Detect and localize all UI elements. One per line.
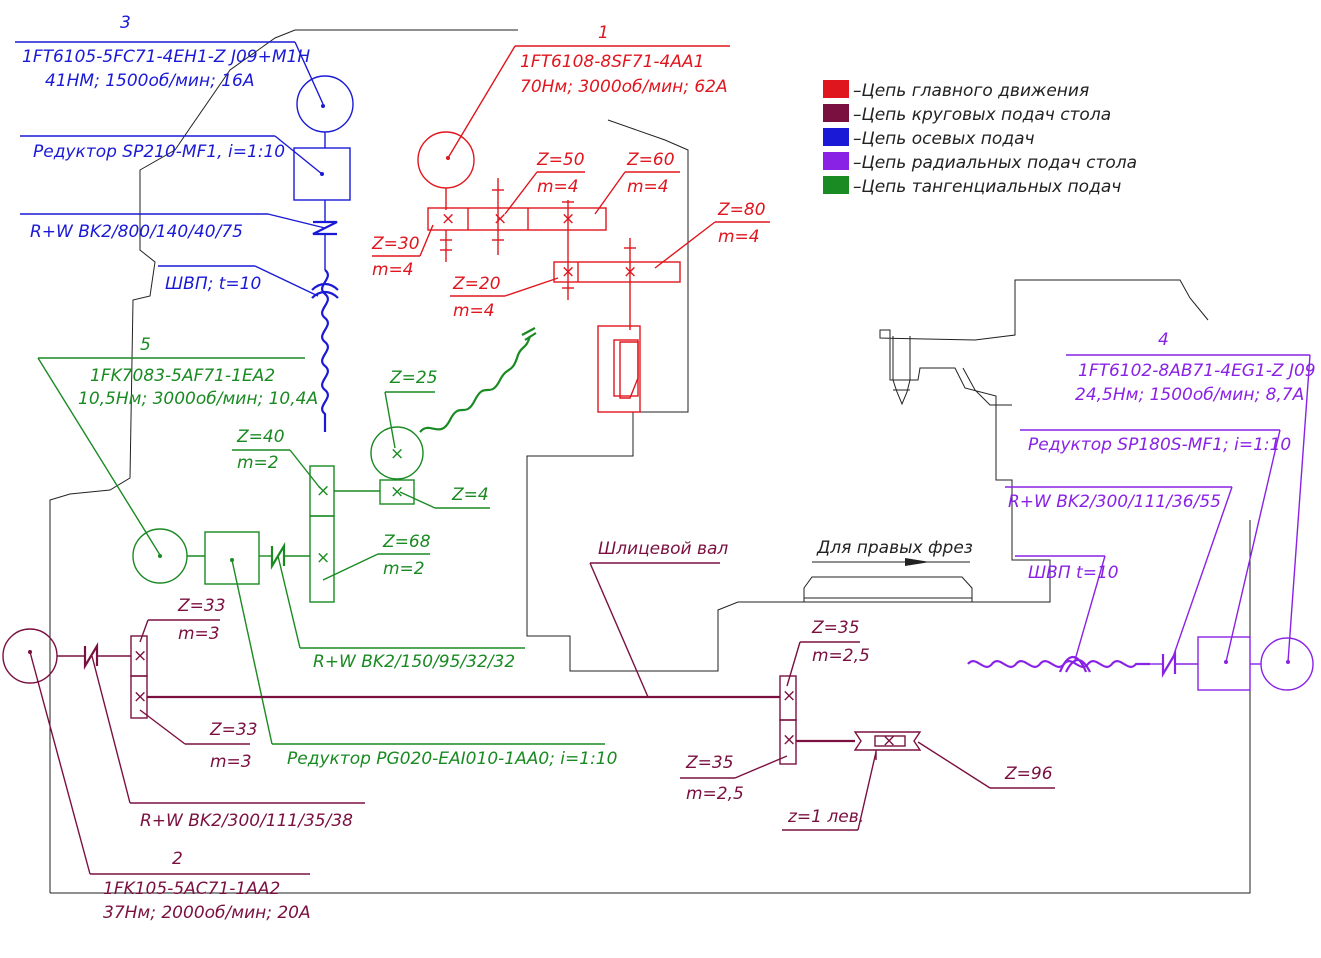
motor4-symbol <box>1260 637 1314 691</box>
main-motion-chain: 1 1FT6108-8SF71-4AA1 70Нм; 3000об/мин; 6… <box>371 23 770 413</box>
circular-z35b: Z=35 <box>685 753 734 773</box>
motor2-model: 1FK105-5AC71-1AA2 <box>103 879 280 899</box>
legend-swatch-tangential <box>823 176 849 194</box>
tangential-reducer-label: Редуктор PG020-EAI010-1AA0; i=1:10 <box>287 749 617 769</box>
motor1-number: 1 <box>598 23 609 43</box>
legend-swatch-main <box>823 80 849 98</box>
motor2-spec: 37Нм; 2000об/мин; 20А <box>103 903 311 923</box>
axial-reducer-label: Редуктор SP210-MF1, i=1:10 <box>33 142 285 162</box>
motor5-spec: 10,5Нм; 3000об/мин; 10,4А <box>78 389 318 409</box>
tangential-z4: Z=4 <box>451 485 489 505</box>
svg-text:×: × <box>316 481 330 501</box>
radial-reducer-label: Редуктор SP180S-MF1; i=1:10 <box>1028 435 1291 455</box>
tangential-gear-z68 <box>309 515 335 603</box>
radial-screw-label: ШВП t=10 <box>1028 563 1119 583</box>
tangential-wheel-z25 <box>370 426 424 480</box>
radial-reducer-symbol <box>1197 636 1251 691</box>
tangential-z25: Z=25 <box>389 368 438 388</box>
main-z50: Z=50 <box>536 150 585 170</box>
legend-swatch-axial <box>823 128 849 146</box>
motor2-symbol <box>2 628 58 684</box>
circular-coupling-label: R+W BK2/300/111/35/38 <box>140 811 353 831</box>
svg-text:×: × <box>390 444 404 464</box>
main-m60: m=4 <box>627 177 669 197</box>
svg-text:×: × <box>441 209 455 229</box>
circular-m33a: m=3 <box>178 624 220 644</box>
legend-label-axial: –Цепь осевых подач <box>853 129 1035 149</box>
svg-text:×: × <box>782 686 796 706</box>
motor3-spec: 41НМ; 1500об/мин; 16А <box>45 71 254 91</box>
legend-label-main: –Цепь главного движения <box>853 81 1089 101</box>
tangential-feed-chain: 5 1FK7083-5AF71-1EA2 10,5Нм; 3000об/мин;… <box>37 327 617 769</box>
svg-text:×: × <box>493 209 507 229</box>
circular-z96: Z=96 <box>1004 764 1053 784</box>
main-m80: m=4 <box>718 227 760 247</box>
circular-worm-label: z=1 лев. <box>787 807 864 827</box>
axial-feed-chain: 3 1FT6105-5FC71-4EH1-Z J09+M1H 41НМ; 150… <box>15 13 354 432</box>
motor3-symbol <box>296 75 354 133</box>
main-z80: Z=80 <box>717 200 766 220</box>
tangential-m40: m=2 <box>237 453 279 473</box>
svg-text:×: × <box>133 687 147 707</box>
legend-label-tangential: –Цепь тангенциальных подач <box>853 177 1121 197</box>
motor2-number: 2 <box>172 849 183 869</box>
main-m20: m=4 <box>453 301 495 321</box>
axial-screw-label: ШВП; t=10 <box>165 274 261 294</box>
svg-text:×: × <box>316 548 330 568</box>
svg-text:×: × <box>782 730 796 750</box>
circular-z35a: Z=35 <box>811 618 860 638</box>
radial-screw-symbol <box>967 660 1150 668</box>
tangential-coupling-label: R+W BK2/150/95/32/32 <box>313 652 515 672</box>
motor4-spec: 24,5Нм; 1500об/мин; 8,7А <box>1075 385 1304 405</box>
motor1-spec: 70Нм; 3000об/мин; 62А <box>520 77 728 97</box>
motor4-number: 4 <box>1158 330 1169 350</box>
tangential-reducer-symbol <box>204 531 260 585</box>
motor1-symbol <box>417 131 475 189</box>
cutter-direction-label: Для правых фрез <box>816 538 973 558</box>
main-m30: m=4 <box>372 260 414 280</box>
circular-m35a: m=2,5 <box>812 646 870 666</box>
svg-text:×: × <box>133 646 147 666</box>
motor3-model: 1FT6105-5FC71-4EH1-Z J09+M1H <box>22 47 310 67</box>
tangential-m68: m=2 <box>383 559 425 579</box>
tangential-screw <box>419 335 532 433</box>
svg-text:×: × <box>882 731 896 751</box>
radial-feed-chain: 4 1FT6102-8AB71-4EG1-Z J09 24,5Нм; 1500о… <box>967 330 1316 691</box>
legend-label-circular: –Цепь круговых подач стола <box>853 105 1111 125</box>
main-z20: Z=20 <box>452 274 501 294</box>
circular-z33a: Z=33 <box>177 596 226 616</box>
legend: –Цепь главного движения –Цепь круговых п… <box>823 80 1137 197</box>
radial-coupling-label: R+W BK2/300/111/36/55 <box>1008 492 1221 512</box>
circular-z33b: Z=33 <box>209 720 258 740</box>
tangential-worm <box>379 479 415 505</box>
main-gear-block-upper <box>427 207 607 231</box>
main-spindle <box>597 325 641 413</box>
svg-text:×: × <box>390 482 404 502</box>
legend-swatch-radial <box>823 152 849 170</box>
cutter-direction-arrow <box>905 558 930 566</box>
motor3-number: 3 <box>120 13 131 33</box>
motor1-model: 1FT6108-8SF71-4AA1 <box>520 52 704 72</box>
tangential-z40: Z=40 <box>236 427 285 447</box>
motor5-number: 5 <box>140 335 151 355</box>
circular-m35b: m=2,5 <box>686 784 744 804</box>
axial-reducer-symbol <box>293 147 351 201</box>
main-z60: Z=60 <box>626 150 675 170</box>
circular-feed-chain: × × × × × 2 1FK105-5AC71-1AA2 37Нм; 2000… <box>2 539 1055 923</box>
spline-shaft-label: Шлицевой вал <box>598 539 728 559</box>
axial-coupling-label: R+W BK2/800/140/40/75 <box>30 222 243 242</box>
axial-screw-symbol <box>321 269 329 432</box>
motor4-model: 1FT6102-8AB71-4EG1-Z J09 <box>1078 361 1316 381</box>
motor5-model: 1FK7083-5AF71-1EA2 <box>90 366 275 386</box>
main-m50: m=4 <box>537 177 579 197</box>
legend-label-radial: –Цепь радиальных подач стола <box>853 153 1137 173</box>
tangential-z68: Z=68 <box>382 532 431 552</box>
main-z30: Z=30 <box>371 234 420 254</box>
circular-m33b: m=3 <box>210 752 252 772</box>
circular-worm-wheel <box>853 731 922 751</box>
main-gear-block-lower <box>553 261 681 283</box>
legend-swatch-circular <box>823 104 849 122</box>
svg-text:×: × <box>561 262 575 282</box>
